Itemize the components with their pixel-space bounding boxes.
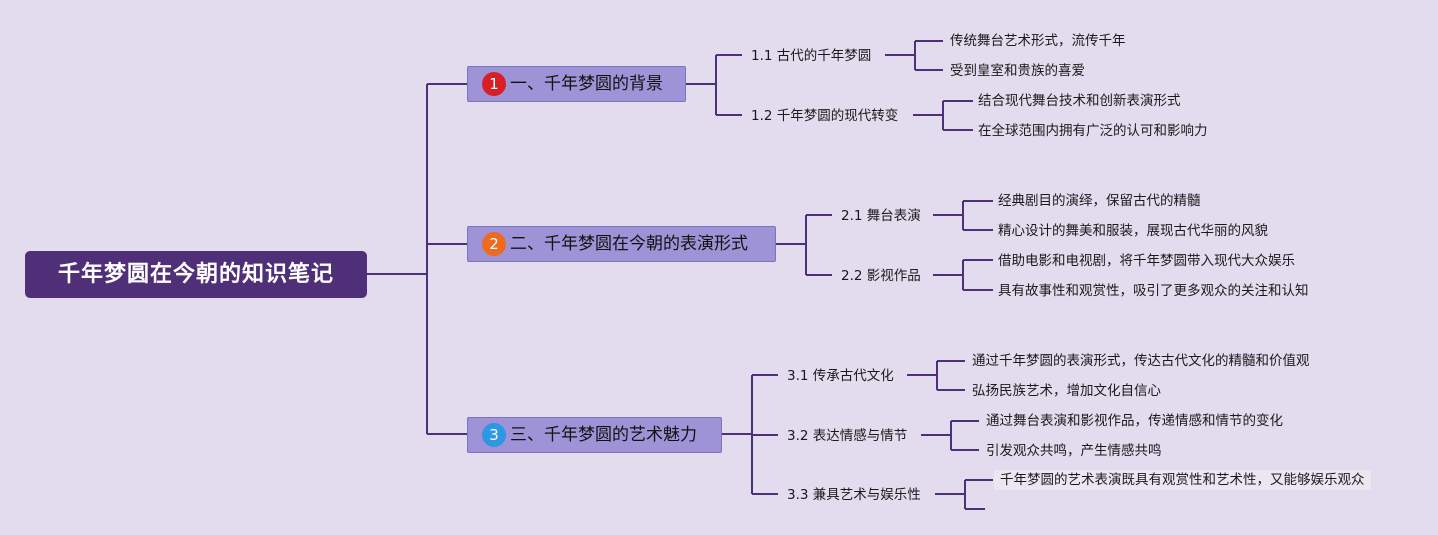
badge-2-icon: 2: [482, 232, 506, 256]
leaf-2-1-2: 精心设计的舞美和服装，展现古代华丽的风貌: [998, 223, 1268, 239]
leaf-3-2-2: 引发观众共鸣，产生情感共鸣: [986, 443, 1162, 459]
leaf-1-2-2: 在全球范围内拥有广泛的认可和影响力: [978, 123, 1208, 139]
sub-3-2: 3.2 表达情感与情节: [787, 428, 908, 444]
badge-3-icon: 3: [482, 423, 506, 447]
leaf-1-1-2: 受到皇室和贵族的喜爱: [950, 63, 1085, 79]
leaf-3-1-1: 通过千年梦圆的表演形式，传达古代文化的精髓和价值观: [972, 353, 1310, 369]
sub-2-1: 2.1 舞台表演: [841, 208, 921, 224]
sub-3-3: 3.3 兼具艺术与娱乐性: [787, 487, 921, 503]
sub-1-2: 1.2 千年梦圆的现代转变: [751, 108, 899, 124]
sub-1-1: 1.1 古代的千年梦圆: [751, 48, 872, 64]
root-topic: 千年梦圆在今朝的知识笔记: [25, 251, 367, 298]
leaf-1-1-1: 传统舞台艺术形式，流传千年: [950, 33, 1126, 49]
branch-3-node: 3 三、千年梦圆的艺术魅力: [467, 417, 722, 453]
branch-2-label: 二、千年梦圆在今朝的表演形式: [510, 234, 748, 254]
badge-1-icon: 1: [482, 72, 506, 96]
leaf-3-2-1: 通过舞台表演和影视作品，传递情感和情节的变化: [986, 413, 1283, 429]
leaf-3-1-2: 弘扬民族艺术，增加文化自信心: [972, 383, 1161, 399]
leaf-1-2-1: 结合现代舞台技术和创新表演形式: [978, 93, 1181, 109]
leaf-3-3-1: 千年梦圆的艺术表演既具有观赏性和艺术性，又能够娱乐观众: [994, 470, 1371, 490]
leaf-2-2-1: 借助电影和电视剧，将千年梦圆带入现代大众娱乐: [998, 253, 1295, 269]
branch-1-label: 一、千年梦圆的背景: [510, 74, 663, 94]
sub-2-2: 2.2 影视作品: [841, 268, 921, 284]
sub-3-1: 3.1 传承古代文化: [787, 368, 894, 384]
leaf-2-1-1: 经典剧目的演绎，保留古代的精髓: [998, 193, 1201, 209]
branch-2-node: 2 二、千年梦圆在今朝的表演形式: [467, 226, 776, 262]
branch-3-label: 三、千年梦圆的艺术魅力: [510, 425, 697, 445]
branch-1-node: 1 一、千年梦圆的背景: [467, 66, 686, 102]
leaf-2-2-2: 具有故事性和观赏性，吸引了更多观众的关注和认知: [998, 283, 1309, 299]
